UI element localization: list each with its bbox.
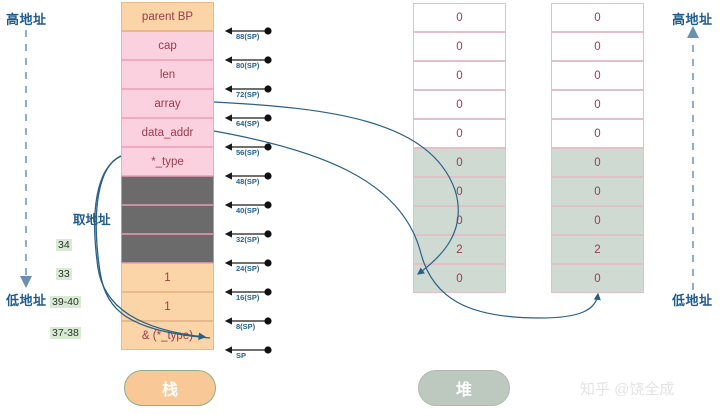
- stack-cell-_type: *_type: [121, 147, 214, 176]
- sp-offset-label: 80(SP): [236, 61, 260, 70]
- heap-cell: 0: [551, 206, 644, 235]
- heap-cell: 0: [551, 3, 644, 32]
- sp-offset-dot: [264, 143, 272, 151]
- heap-cell: 2: [413, 235, 506, 264]
- sp-offset-dot: [264, 288, 272, 296]
- watermark: 知乎 @饶全成: [580, 381, 675, 398]
- stack-cell-_type: & (*_type): [121, 321, 214, 350]
- sp-offset-dot: [264, 27, 272, 35]
- heap-cell: 0: [413, 3, 506, 32]
- right-high-address-label: 高地址: [672, 12, 713, 27]
- stack-cell-empty-7: [121, 205, 214, 234]
- heap-cell: 0: [413, 177, 506, 206]
- heap-cell: 0: [551, 148, 644, 177]
- line-number-chip: 39-40: [50, 296, 81, 308]
- heap-cell: 0: [413, 90, 506, 119]
- sp-offset-label: 72(SP): [236, 90, 260, 99]
- take-address-annotation: 取地址: [73, 213, 111, 227]
- sp-offset-dot: [264, 201, 272, 209]
- sp-offset-dot: [264, 259, 272, 267]
- heap-cell: 0: [413, 119, 506, 148]
- sp-offset-label: 48(SP): [236, 177, 260, 186]
- sp-offset-label: SP: [236, 351, 247, 360]
- heap-cell: 0: [551, 264, 644, 293]
- left-low-address-label: 低地址: [6, 293, 47, 308]
- heap-cell: 0: [413, 32, 506, 61]
- stack-cell-len: len: [121, 60, 214, 89]
- stack-cell-empty-8: [121, 234, 214, 263]
- heap-cell: 2: [551, 235, 644, 264]
- stack-cell-data_addr: data_addr: [121, 118, 214, 147]
- heap-cell: 0: [551, 32, 644, 61]
- stack-cell-empty-6: [121, 176, 214, 205]
- stack-cell-1: 1: [121, 292, 214, 321]
- stack-cell-array: array: [121, 89, 214, 118]
- sp-offset-label: 88(SP): [236, 32, 260, 41]
- stack-cell-parent-bp: parent BP: [121, 2, 214, 31]
- line-number-chip: 33: [56, 268, 72, 280]
- sp-offset-arrow-group: [224, 27, 272, 354]
- heap-cell: 0: [413, 206, 506, 235]
- sp-offset-dot: [264, 230, 272, 238]
- sp-offset-label: 64(SP): [236, 119, 260, 128]
- line-number-chip: 34: [56, 239, 72, 251]
- sp-offset-dot: [264, 172, 272, 180]
- heap-legend-pill: 堆: [418, 370, 510, 406]
- sp-offset-label: 56(SP): [236, 148, 260, 157]
- sp-offset-dot: [264, 346, 272, 354]
- sp-offset-dot: [264, 114, 272, 122]
- sp-offset-label: 16(SP): [236, 293, 260, 302]
- stack-cell-1: 1: [121, 263, 214, 292]
- heap-cell: 0: [551, 119, 644, 148]
- sp-offset-dot: [264, 85, 272, 93]
- line-number-chip: 37-38: [50, 327, 81, 339]
- sp-offset-label: 40(SP): [236, 206, 260, 215]
- sp-offset-dot: [264, 56, 272, 64]
- heap-cell: 0: [413, 264, 506, 293]
- heap-cell: 0: [413, 148, 506, 177]
- sp-offset-label: 24(SP): [236, 264, 260, 273]
- data-addr-pointer-curve: [213, 130, 601, 319]
- sp-offset-label: 8(SP): [236, 322, 256, 331]
- heap-cell: 0: [551, 61, 644, 90]
- stack-legend-pill: 栈: [124, 370, 216, 406]
- stack-cell-cap: cap: [121, 31, 214, 60]
- heap-cell: 0: [551, 177, 644, 206]
- left-high-address-label: 高地址: [6, 12, 47, 27]
- right-low-address-label: 低地址: [672, 293, 713, 308]
- heap-cell: 0: [551, 90, 644, 119]
- sp-offset-dot: [264, 317, 272, 325]
- heap-cell: 0: [413, 61, 506, 90]
- sp-offset-label: 32(SP): [236, 235, 260, 244]
